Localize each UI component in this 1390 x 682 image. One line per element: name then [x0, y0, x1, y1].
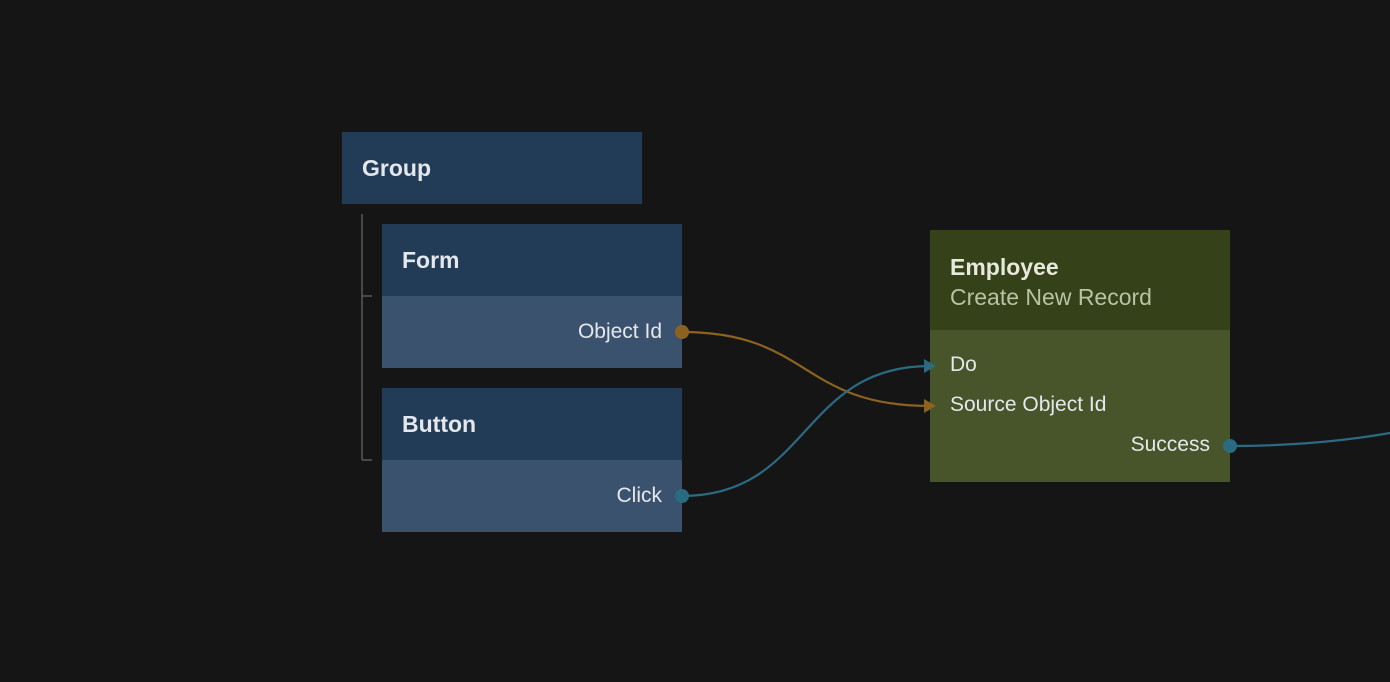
- wire-object-id-to-source-object-id[interactable]: [681, 330, 931, 408]
- click-output-port-dot[interactable]: [675, 489, 689, 503]
- wire-click-to-do[interactable]: [681, 364, 931, 498]
- button-node-title: Button: [402, 410, 477, 437]
- object-id-output-port-dot[interactable]: [675, 325, 689, 339]
- success-output-port-dot[interactable]: [1223, 439, 1237, 453]
- group-children-bracket: [361, 214, 372, 461]
- source-object-id-input-port-arrow[interactable]: [924, 399, 936, 413]
- group-node-header[interactable]: Group: [342, 132, 642, 204]
- employee-do-port-label: Do: [950, 353, 977, 376]
- do-input-port-arrow[interactable]: [924, 359, 936, 373]
- employee-node-title: Employee: [950, 254, 1059, 280]
- wire-success-outgoing[interactable]: [1229, 431, 1390, 448]
- form-node-header[interactable]: Form: [382, 224, 682, 296]
- employee-source-object-id-port-label: Source Object Id: [950, 393, 1107, 416]
- button-node-header[interactable]: Button: [382, 388, 682, 460]
- form-node-title: Form: [402, 246, 460, 273]
- employee-node-subtitle: Create New Record: [950, 284, 1152, 310]
- employee-node-body[interactable]: Do Source Object Id Success: [930, 330, 1230, 482]
- employee-success-port-label: Success: [1130, 433, 1210, 456]
- form-object-id-port-label: Object Id: [577, 320, 662, 343]
- group-node-title: Group: [362, 154, 431, 181]
- button-click-port-label: Click: [616, 484, 663, 507]
- employee-node-header[interactable]: Employee Create New Record: [930, 230, 1230, 330]
- form-node-body[interactable]: Object Id: [382, 296, 682, 368]
- button-node-body[interactable]: Click: [382, 460, 682, 532]
